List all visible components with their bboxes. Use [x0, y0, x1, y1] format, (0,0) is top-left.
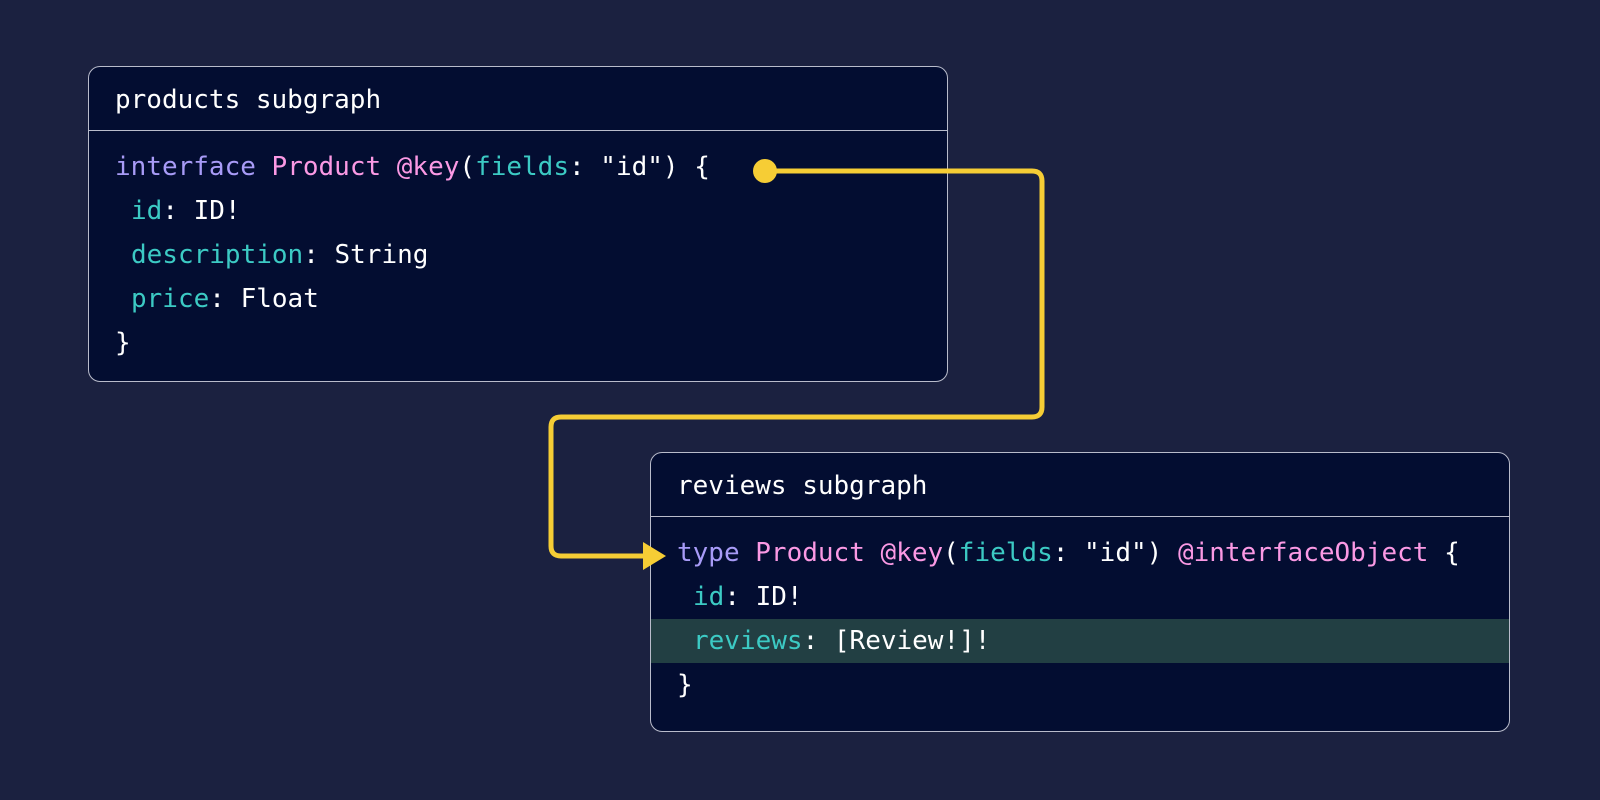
directive-argument: fields	[475, 152, 569, 182]
products-closing-brace: }	[115, 328, 131, 358]
products-field-id: id: ID!	[89, 189, 947, 233]
products-subgraph-title: products subgraph	[89, 67, 947, 131]
reviews-field-reviews-highlighted: reviews: [Review!]!	[651, 619, 1509, 663]
argument-colon: :	[1052, 538, 1085, 568]
reviews-closing-brace: }	[677, 670, 693, 700]
field-name: id	[693, 582, 725, 612]
field-name: price	[131, 284, 210, 314]
field-type: Float	[240, 284, 319, 314]
reviews-subgraph-title: reviews subgraph	[651, 453, 1509, 517]
field-type: ID!	[755, 582, 803, 612]
field-name: description	[131, 240, 304, 270]
field-type: [Review!]!	[833, 626, 991, 656]
argument-value: "id"	[600, 152, 663, 182]
keyword: type	[677, 538, 740, 568]
close-paren-brace: ) {	[662, 152, 710, 182]
open-paren: (	[459, 152, 476, 182]
products-field-description: description: String	[89, 233, 947, 277]
close-paren: )	[1146, 538, 1163, 568]
reviews-code-block: type Product @key(fields: "id") @interfa…	[651, 517, 1509, 707]
reviews-field-id: id: ID!	[651, 575, 1509, 619]
products-code-block: interface Product @key(fields: "id") { i…	[89, 131, 947, 365]
products-interface-declaration: interface Product @key(fields: "id") {	[89, 145, 947, 189]
products-subgraph-panel: products subgraph interface Product @key…	[88, 66, 948, 382]
field-sep: :	[303, 240, 335, 270]
field-sep: :	[162, 196, 194, 226]
field-sep: :	[802, 626, 834, 656]
reviews-type-declaration: type Product @key(fields: "id") @interfa…	[651, 531, 1509, 575]
open-brace: {	[1444, 538, 1460, 568]
key-directive: @key	[880, 538, 944, 568]
field-type: String	[334, 240, 429, 270]
type-name: Product	[271, 152, 382, 182]
directive-argument: fields	[958, 538, 1053, 568]
keyword: interface	[115, 152, 256, 182]
field-name: reviews	[693, 626, 803, 656]
argument-value: "id"	[1084, 538, 1147, 568]
interface-object-directive: @interfaceObject	[1177, 538, 1429, 568]
reviews-subgraph-panel: reviews subgraph type Product @key(field…	[650, 452, 1510, 732]
field-sep: :	[209, 284, 241, 314]
argument-colon: :	[568, 152, 601, 182]
open-paren: (	[943, 538, 959, 568]
type-name: Product	[755, 538, 865, 568]
key-directive: @key	[396, 152, 460, 182]
products-field-price: price: Float	[89, 277, 947, 321]
field-name: id	[131, 196, 163, 226]
field-sep: :	[724, 582, 756, 612]
field-type: ID!	[193, 196, 241, 226]
